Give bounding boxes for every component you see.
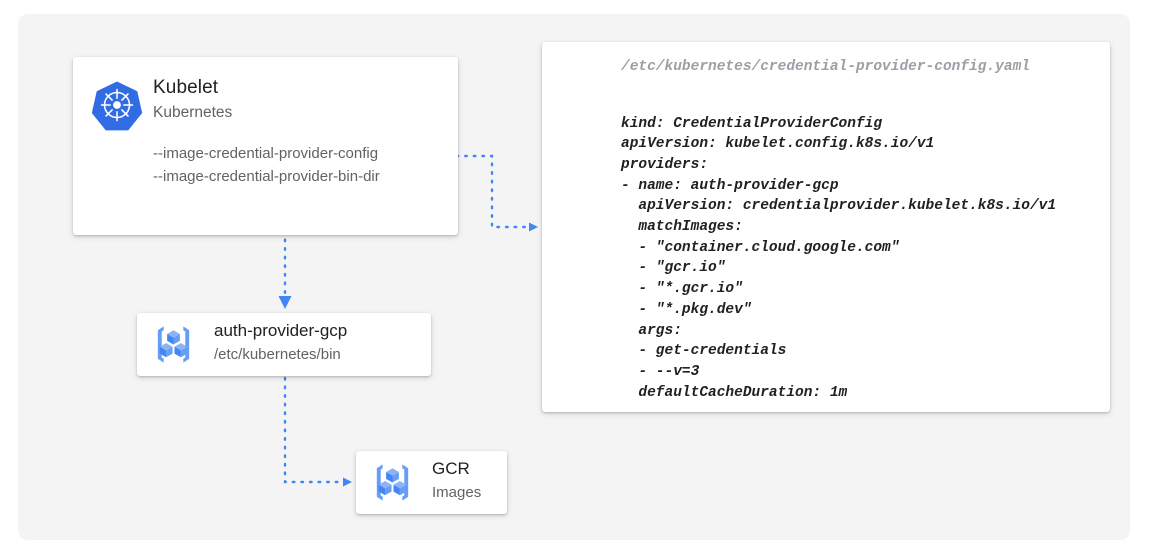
kubelet-node-card[interactable]: Kubelet Kubernetes --image-credential-pr… — [73, 57, 458, 235]
gcr-title: GCR — [432, 459, 470, 478]
auth-provider-node-card[interactable]: auth-provider-gcp /etc/kubernetes/bin — [137, 313, 431, 376]
yaml-config-body: kind: CredentialProviderConfig apiVersio… — [621, 115, 1057, 401]
yaml-config-panel[interactable]: /etc/kubernetes/credential-provider-conf… — [542, 42, 1110, 412]
gcr-subtitle: Images — [432, 484, 482, 501]
kubelet-flag-bin-dir: --image-credential-provider-bin-dir — [153, 168, 380, 185]
kubernetes-logo-icon — [91, 81, 143, 131]
gcr-node-card[interactable]: GCR Images — [356, 451, 507, 514]
container-registry-icon — [157, 326, 190, 363]
container-registry-icon — [376, 464, 409, 501]
kubelet-title: Kubelet — [153, 77, 219, 98]
cube-top — [386, 468, 399, 483]
auth-provider-subtitle: /etc/kubernetes/bin — [214, 346, 341, 363]
kubelet-subtitle: Kubernetes — [153, 104, 233, 121]
yaml-file-path: /etc/kubernetes/credential-provider-conf… — [621, 59, 1030, 75]
auth-provider-title: auth-provider-gcp — [214, 321, 348, 340]
cube-top — [167, 330, 180, 345]
kubelet-flag-config: --image-credential-provider-config — [153, 145, 379, 162]
